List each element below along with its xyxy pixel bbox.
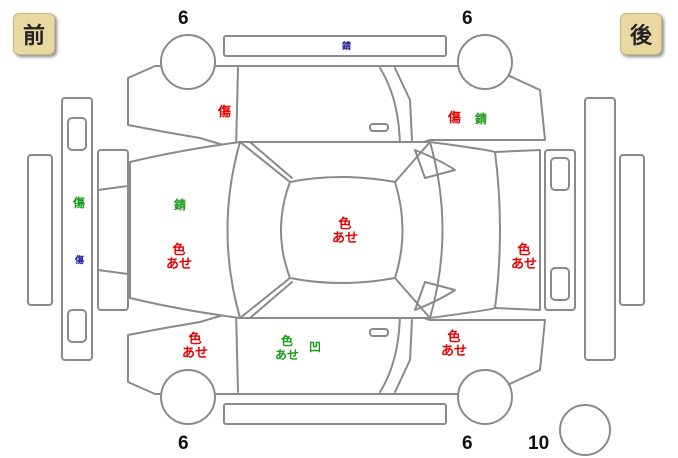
top-door-handle (369, 123, 389, 132)
mark-front-bumper-scratch: 傷 (73, 196, 86, 210)
spare-wheel (559, 404, 611, 456)
mark-roof-color: 色 (338, 217, 352, 232)
front-headlight-top (67, 117, 87, 151)
windshield-front-inner-bottom (249, 281, 293, 319)
wheel-number-top-left: 6 (178, 8, 189, 29)
wheel-top-right (457, 34, 513, 90)
wheel-bottom-left (160, 369, 216, 425)
bottom-b-pillar (394, 319, 413, 393)
rear-lamp-top (550, 157, 570, 191)
mark-trunk: 色 あせ (511, 244, 537, 272)
mark-front-bumper-small: 傷 (75, 256, 85, 266)
rear-quarter-glass-bottom (414, 281, 456, 311)
mark-bottom-rear-door-fade: あせ (441, 344, 468, 359)
mark-top-rear-door-scratch: 傷 (448, 111, 462, 126)
mark-hood-color: 色 (172, 243, 186, 258)
mark-trunk-color: 色 (517, 243, 531, 258)
wheel-number-bottom-left: 6 (178, 433, 189, 454)
mark-bottom-front-fender: 色 あせ (182, 333, 208, 361)
mark-hood-fade: あせ (166, 257, 193, 272)
mark-bottom-rear-door: 色 あせ (441, 331, 467, 359)
mark-top-front-door: 傷 (218, 105, 232, 120)
bottom-door-divider (379, 309, 401, 393)
rear-fascia (584, 97, 616, 361)
roof-panel (280, 176, 404, 284)
wheel-top-left (160, 34, 216, 90)
hood-line (226, 141, 241, 319)
front-bumper (97, 149, 129, 311)
mark-bottom-rear-door-color: 色 (447, 330, 461, 345)
top-roof-rail (223, 35, 447, 57)
top-a-pillar (235, 67, 239, 151)
mark-bottom-front-door-fade: あせ (275, 348, 300, 362)
mark-hood: 色 あせ (166, 244, 192, 272)
rear-bumper (544, 149, 576, 311)
wheel-number-bottom-right: 6 (462, 433, 473, 454)
wheel-number-spare: 10 (528, 433, 550, 454)
bottom-roof-rail (223, 403, 447, 425)
mark-roof-fade: あせ (332, 231, 359, 246)
mark-bottom-front-door-color: 色 (281, 334, 294, 348)
mark-roof: 色 あせ (332, 218, 358, 246)
wheel-bottom-right (457, 369, 513, 425)
rear-edge (494, 151, 501, 309)
windshield-front-inner-top (249, 141, 293, 179)
front-badge: 前 (13, 13, 55, 55)
bottom-door-handle (369, 328, 389, 337)
bottom-a-pillar (235, 309, 239, 393)
mark-trunk-fade: あせ (511, 257, 538, 272)
rear-quarter-glass-top (414, 149, 456, 179)
wheel-number-top-right: 6 (462, 8, 473, 29)
top-door-divider (379, 67, 401, 151)
top-b-pillar (394, 67, 413, 141)
mark-hood-rust: 錆 (174, 198, 187, 212)
mark-top-rear-door-rust: 錆 (475, 112, 488, 126)
mark-bottom-front-fender-color: 色 (188, 332, 202, 347)
front-headlight-bottom (67, 309, 87, 343)
rear-badge: 後 (620, 13, 662, 55)
trunk-line (429, 141, 444, 319)
mark-bottom-front-door: 色 あせ (275, 334, 299, 362)
mark-top-roof-rail: 錆 (342, 42, 352, 52)
front-fascia (61, 97, 93, 361)
rear-lamp-bottom (550, 267, 570, 301)
front-bumper-lines (97, 185, 129, 275)
rear-license-panel (619, 154, 645, 306)
mark-bottom-front-door-dent: 凹 (309, 340, 322, 354)
front-license-panel (27, 154, 53, 306)
mark-bottom-front-fender-fade: あせ (182, 346, 209, 361)
